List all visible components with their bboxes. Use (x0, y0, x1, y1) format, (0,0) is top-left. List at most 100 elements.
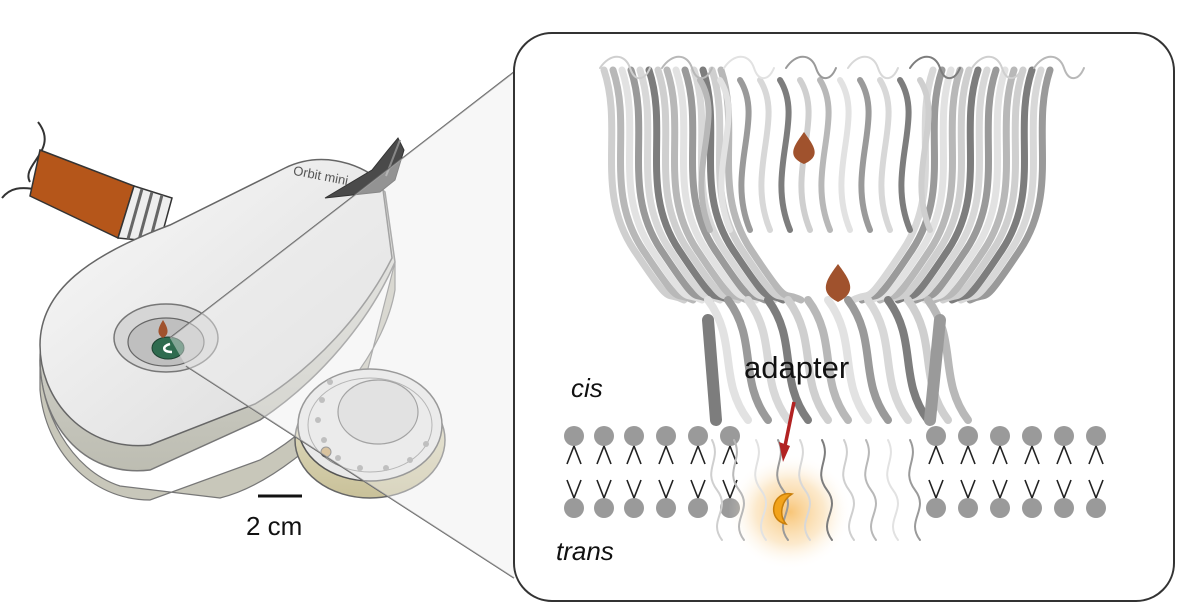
pore-strand (710, 439, 723, 541)
pore-strand (804, 296, 852, 424)
lipid-tail (658, 479, 667, 499)
lipid-tail (999, 445, 1008, 465)
pore-strand (858, 66, 946, 304)
lipid-head (594, 426, 614, 446)
flow-cell-chip (294, 368, 446, 499)
lipid-head (1022, 498, 1042, 518)
lipid-tail (960, 445, 969, 465)
lipid-head (688, 426, 708, 446)
pore-strand (857, 77, 873, 233)
lipid-tail (1024, 479, 1033, 499)
pore-strand (824, 296, 872, 424)
pore-strand (785, 55, 837, 80)
lipid-head (720, 426, 740, 446)
lipid-head (1086, 426, 1106, 446)
pore-strand (912, 66, 1000, 304)
lipid-tail (626, 479, 635, 499)
lipid-head (656, 498, 676, 518)
pore-strand (717, 77, 733, 233)
pore-strand (627, 66, 715, 304)
pore-strand (798, 439, 811, 541)
lipid-tail (1095, 445, 1104, 465)
pore-strand (702, 314, 722, 426)
pore-strand (672, 66, 760, 304)
pore-strand (600, 66, 688, 304)
lipid-tail (1031, 445, 1040, 465)
pore-strand (877, 77, 893, 233)
lipid-head (1054, 498, 1074, 518)
pore-strand (904, 296, 952, 424)
pore-strand (966, 66, 1054, 304)
lipid-tail (1088, 479, 1097, 499)
pore-strand (897, 77, 913, 233)
lipid-head (624, 426, 644, 446)
lipid-tail (596, 479, 605, 499)
lipid-head (624, 498, 644, 518)
trans-label: trans (556, 536, 614, 566)
lipid-head (564, 426, 584, 446)
lipid-tail (992, 445, 1001, 465)
lipid-tail (697, 445, 706, 465)
pore-strand (924, 296, 972, 424)
lipid-tail (566, 479, 575, 499)
pore-strand (876, 66, 964, 304)
pore-drop-lower (825, 264, 851, 302)
pore-strand (948, 66, 1036, 304)
pore-strand (618, 66, 706, 304)
pore-strand (777, 77, 793, 233)
adapter-arrow (779, 401, 796, 462)
pore-strand (645, 66, 733, 304)
cis-label: cis (571, 373, 603, 403)
pore-strand (708, 66, 796, 304)
pore-strand (930, 66, 1018, 304)
pore-strand (849, 66, 937, 304)
pore-strand (837, 77, 853, 233)
lipid-tail (1031, 479, 1040, 499)
pore-strand (636, 66, 724, 304)
pore-strand (697, 77, 713, 233)
pore-strand (847, 55, 899, 80)
pore-strand (939, 66, 1027, 304)
pore-strand (894, 66, 982, 304)
lipid-head (958, 498, 978, 518)
pore-strand (776, 439, 789, 541)
pore-strand (886, 439, 899, 541)
lipid-head (958, 426, 978, 446)
protein-pore (599, 55, 1085, 541)
pore-strand (757, 77, 773, 233)
pore-strand (903, 66, 991, 304)
lipid-tail (1088, 445, 1097, 465)
lipid-tail (596, 445, 605, 465)
pore-strand (754, 439, 767, 541)
lipid-tail (928, 479, 937, 499)
lipid-bilayer (564, 426, 1106, 518)
lipid-tail (658, 445, 667, 465)
lipid-tail (722, 479, 731, 499)
lipid-head (594, 498, 614, 518)
pore-strand (663, 66, 751, 304)
pore-strand (884, 296, 932, 424)
lipid-head (926, 426, 946, 446)
lipid-head (564, 498, 584, 518)
pore-strand (864, 296, 912, 424)
pore-strand (737, 77, 753, 233)
pore-strand (704, 296, 752, 424)
lipid-tail (633, 479, 642, 499)
pore-strand (1033, 55, 1085, 80)
lipid-head (1022, 426, 1042, 446)
lipid-tail (1063, 445, 1072, 465)
pore-strand (661, 55, 713, 80)
lipid-tail (992, 479, 1001, 499)
lipid-tail (665, 445, 674, 465)
lipid-tail (566, 445, 575, 465)
pipette (1, 121, 173, 243)
lipid-head (656, 426, 676, 446)
pore-strand (723, 55, 775, 80)
pore-strand (864, 439, 877, 541)
pore-strand (764, 296, 812, 424)
lipid-head (1054, 426, 1074, 446)
pore-strand (909, 55, 961, 80)
lipid-head (1086, 498, 1106, 518)
